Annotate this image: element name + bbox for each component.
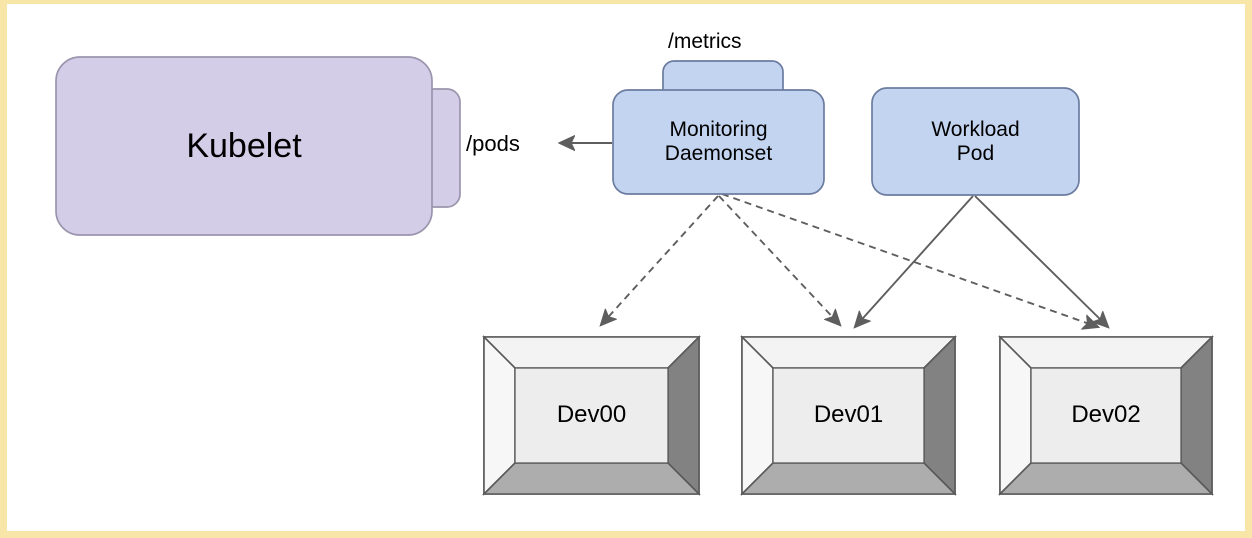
edge-label-pods: /pods	[466, 131, 520, 156]
edge-label-metrics: /metrics	[668, 30, 742, 53]
edge-pod-to-dev01	[855, 195, 974, 327]
monitoring-daemonset-box[interactable]	[612, 89, 825, 195]
edge-daemonset-to-dev01	[718, 195, 840, 325]
kubelet-box[interactable]	[55, 56, 433, 236]
workload-pod-box[interactable]	[871, 87, 1080, 196]
device-cube-dev02[interactable]	[998, 335, 1214, 496]
edge-daemonset-to-dev00	[601, 195, 719, 325]
device-cube-dev00[interactable]	[482, 335, 701, 496]
device-cube-dev01[interactable]	[740, 335, 957, 496]
edge-pod-to-dev02	[974, 195, 1108, 327]
edge-daemonset-to-dev02	[721, 193, 1098, 327]
